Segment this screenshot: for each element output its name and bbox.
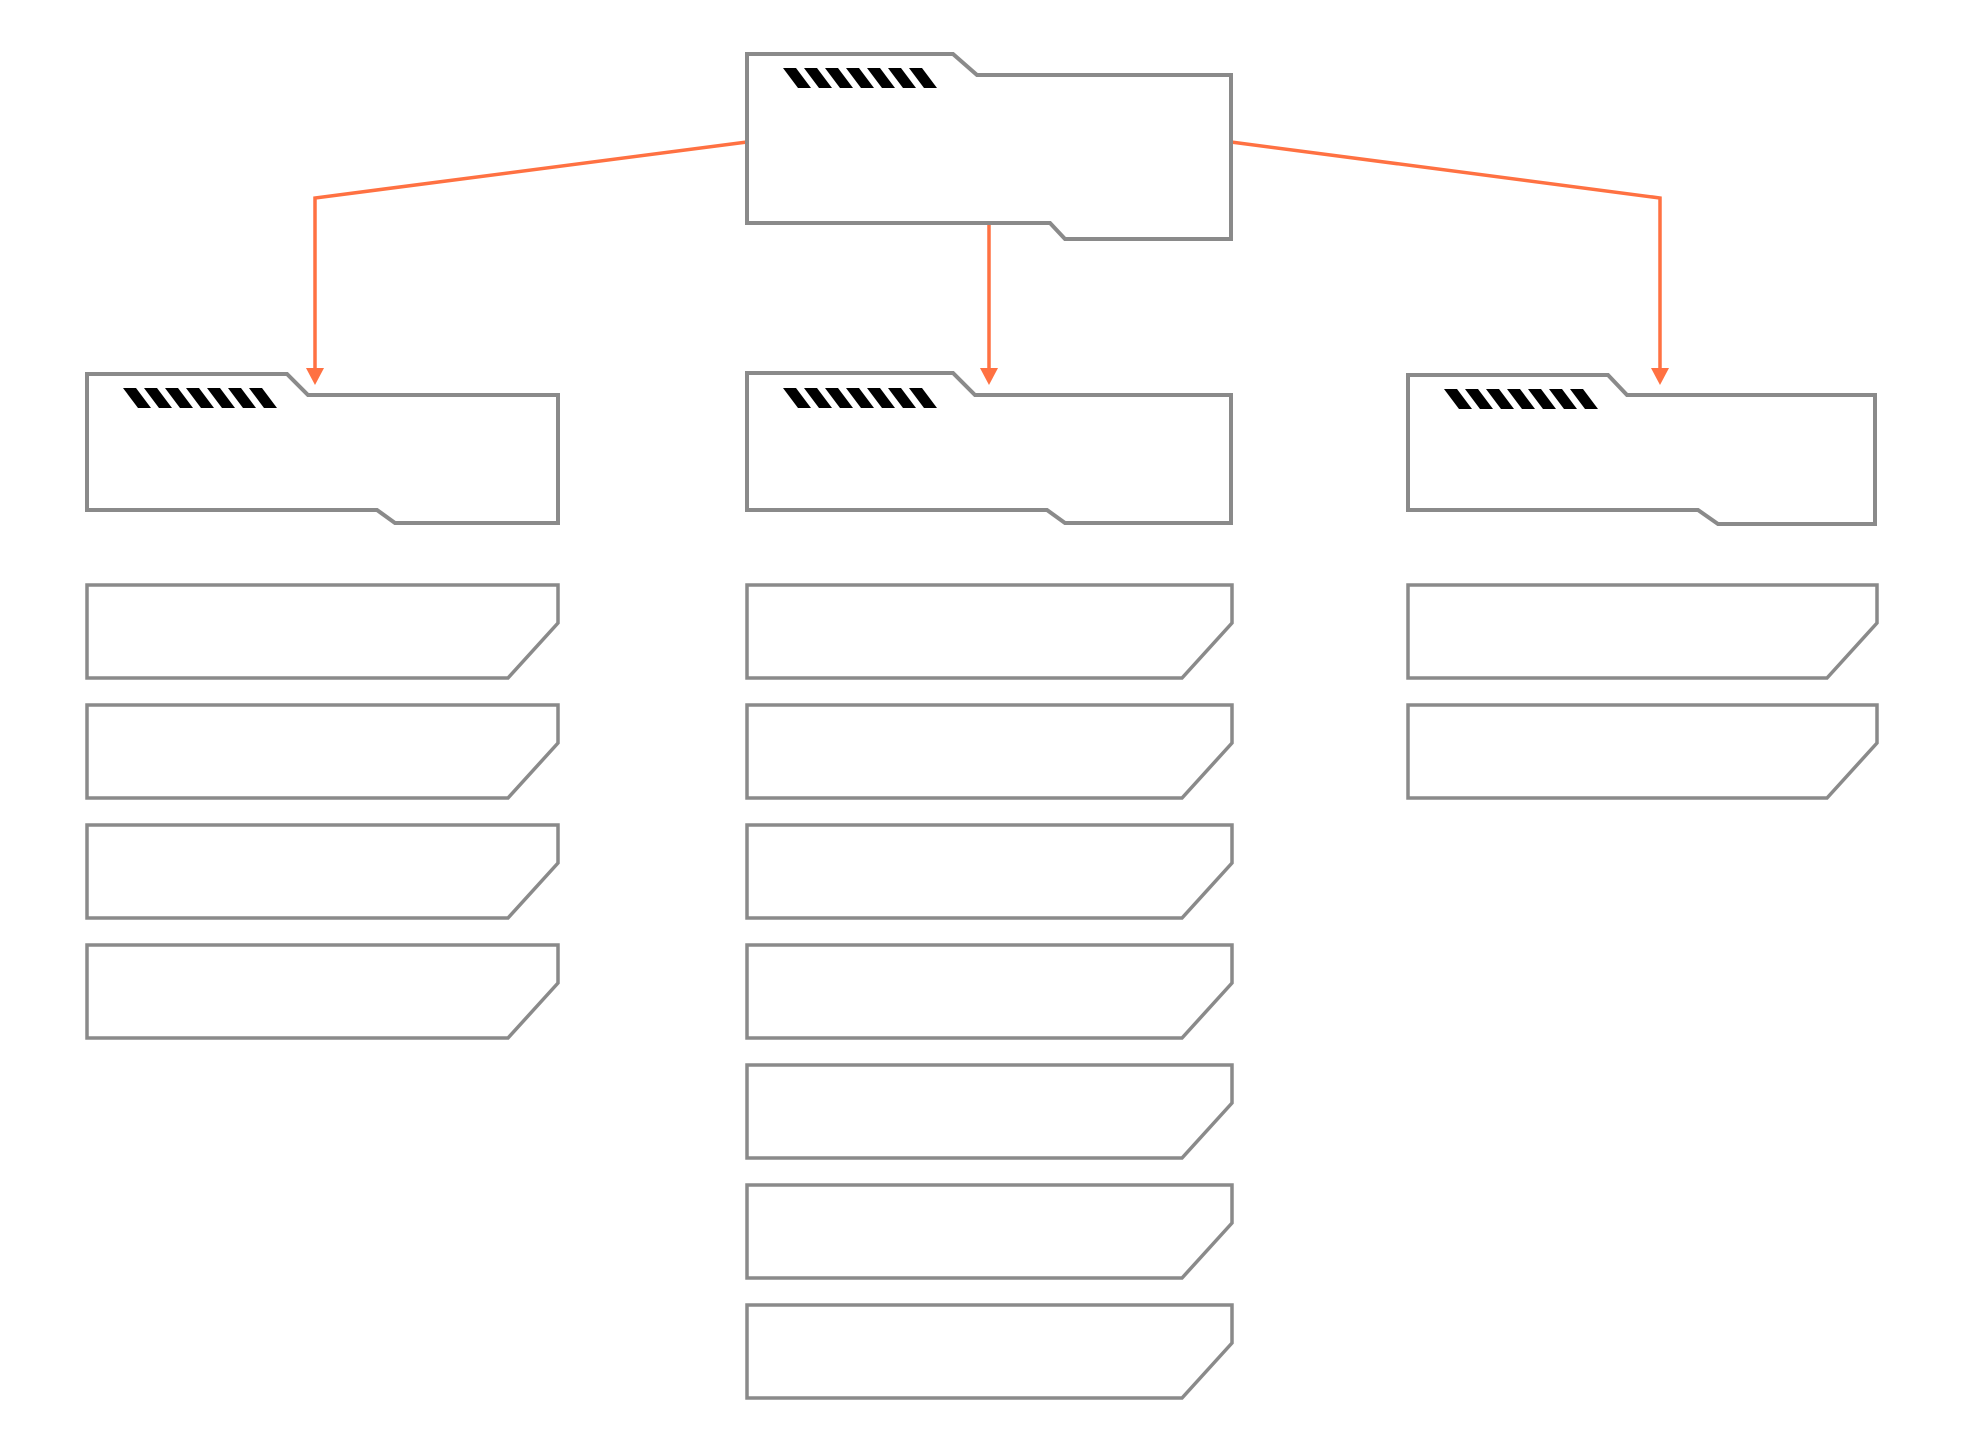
- branch-middle-item-box-7[interactable]: [745, 1303, 1234, 1400]
- arrowhead-icon: [980, 368, 998, 385]
- branch-left-item-box-2[interactable]: [85, 703, 560, 800]
- branch-left-outline[interactable]: [85, 372, 560, 525]
- branch-middle-item-box-6[interactable]: [745, 1183, 1234, 1280]
- branch-right-item-box-1[interactable]: [1406, 583, 1879, 680]
- root-node-outline[interactable]: [745, 52, 1233, 241]
- arrowhead-icon: [1651, 368, 1669, 385]
- branch-node-left[interactable]: [85, 372, 560, 1040]
- branch-node-right[interactable]: [1406, 373, 1879, 800]
- branch-right-item-box-2[interactable]: [1406, 703, 1879, 800]
- branch-node-middle[interactable]: [745, 371, 1234, 1400]
- branch-middle-item-box-5[interactable]: [745, 1063, 1234, 1160]
- branch-middle-item-box-3[interactable]: [745, 823, 1234, 920]
- root-node[interactable]: [745, 52, 1233, 241]
- branch-right-outline[interactable]: [1406, 373, 1877, 526]
- connector-line[interactable]: [313, 140, 748, 368]
- branch-left-items: [85, 583, 560, 1040]
- branch-middle-item-box-1[interactable]: [745, 583, 1234, 680]
- connector-line[interactable]: [1230, 140, 1662, 368]
- connector-root-to-branch-left[interactable]: [306, 140, 748, 385]
- branch-left-item-box-1[interactable]: [85, 583, 560, 680]
- branch-right-items: [1406, 583, 1879, 800]
- branch-middle-item-box-4[interactable]: [745, 943, 1234, 1040]
- branch-left-item-box-4[interactable]: [85, 943, 560, 1040]
- connector-root-to-branch-middle[interactable]: [980, 223, 998, 385]
- branch-middle-outline[interactable]: [745, 371, 1233, 525]
- branch-middle-items: [745, 583, 1234, 1400]
- branch-left-item-box-3[interactable]: [85, 823, 560, 920]
- branch-middle-item-box-2[interactable]: [745, 703, 1234, 800]
- connector-root-to-branch-right[interactable]: [1230, 140, 1669, 385]
- arrowhead-icon: [306, 368, 324, 385]
